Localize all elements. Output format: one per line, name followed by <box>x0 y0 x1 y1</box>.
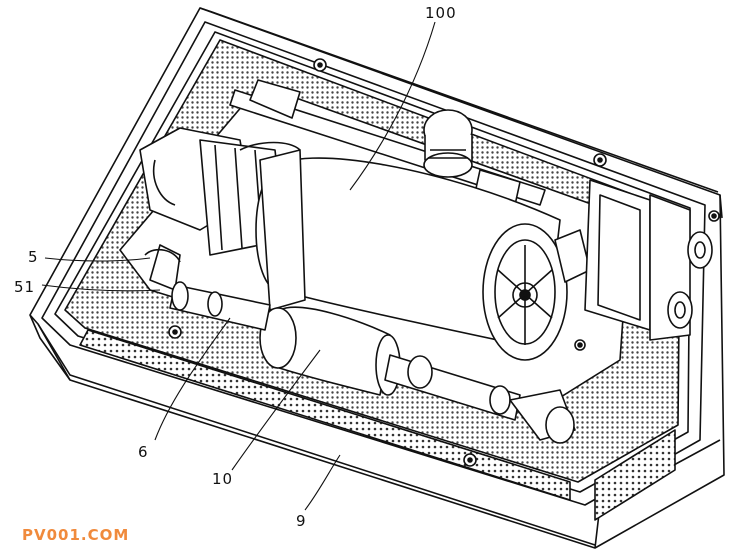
label-100: 100 <box>425 4 457 22</box>
bottom-roller-tube <box>259 306 576 444</box>
main-motor <box>239 141 591 361</box>
leader-lines <box>41 21 436 511</box>
label-9: 9 <box>296 512 307 530</box>
label-6: 6 <box>138 443 149 461</box>
screw-bosses <box>168 58 607 467</box>
lower-left-tube <box>144 248 271 331</box>
watermark: PV001.COM <box>22 526 130 544</box>
label-10: 10 <box>212 470 234 488</box>
right-end-block <box>584 179 713 341</box>
label-5: 5 <box>28 248 39 266</box>
label-51: 51 <box>14 278 36 296</box>
top-tube-assembly <box>229 79 546 206</box>
